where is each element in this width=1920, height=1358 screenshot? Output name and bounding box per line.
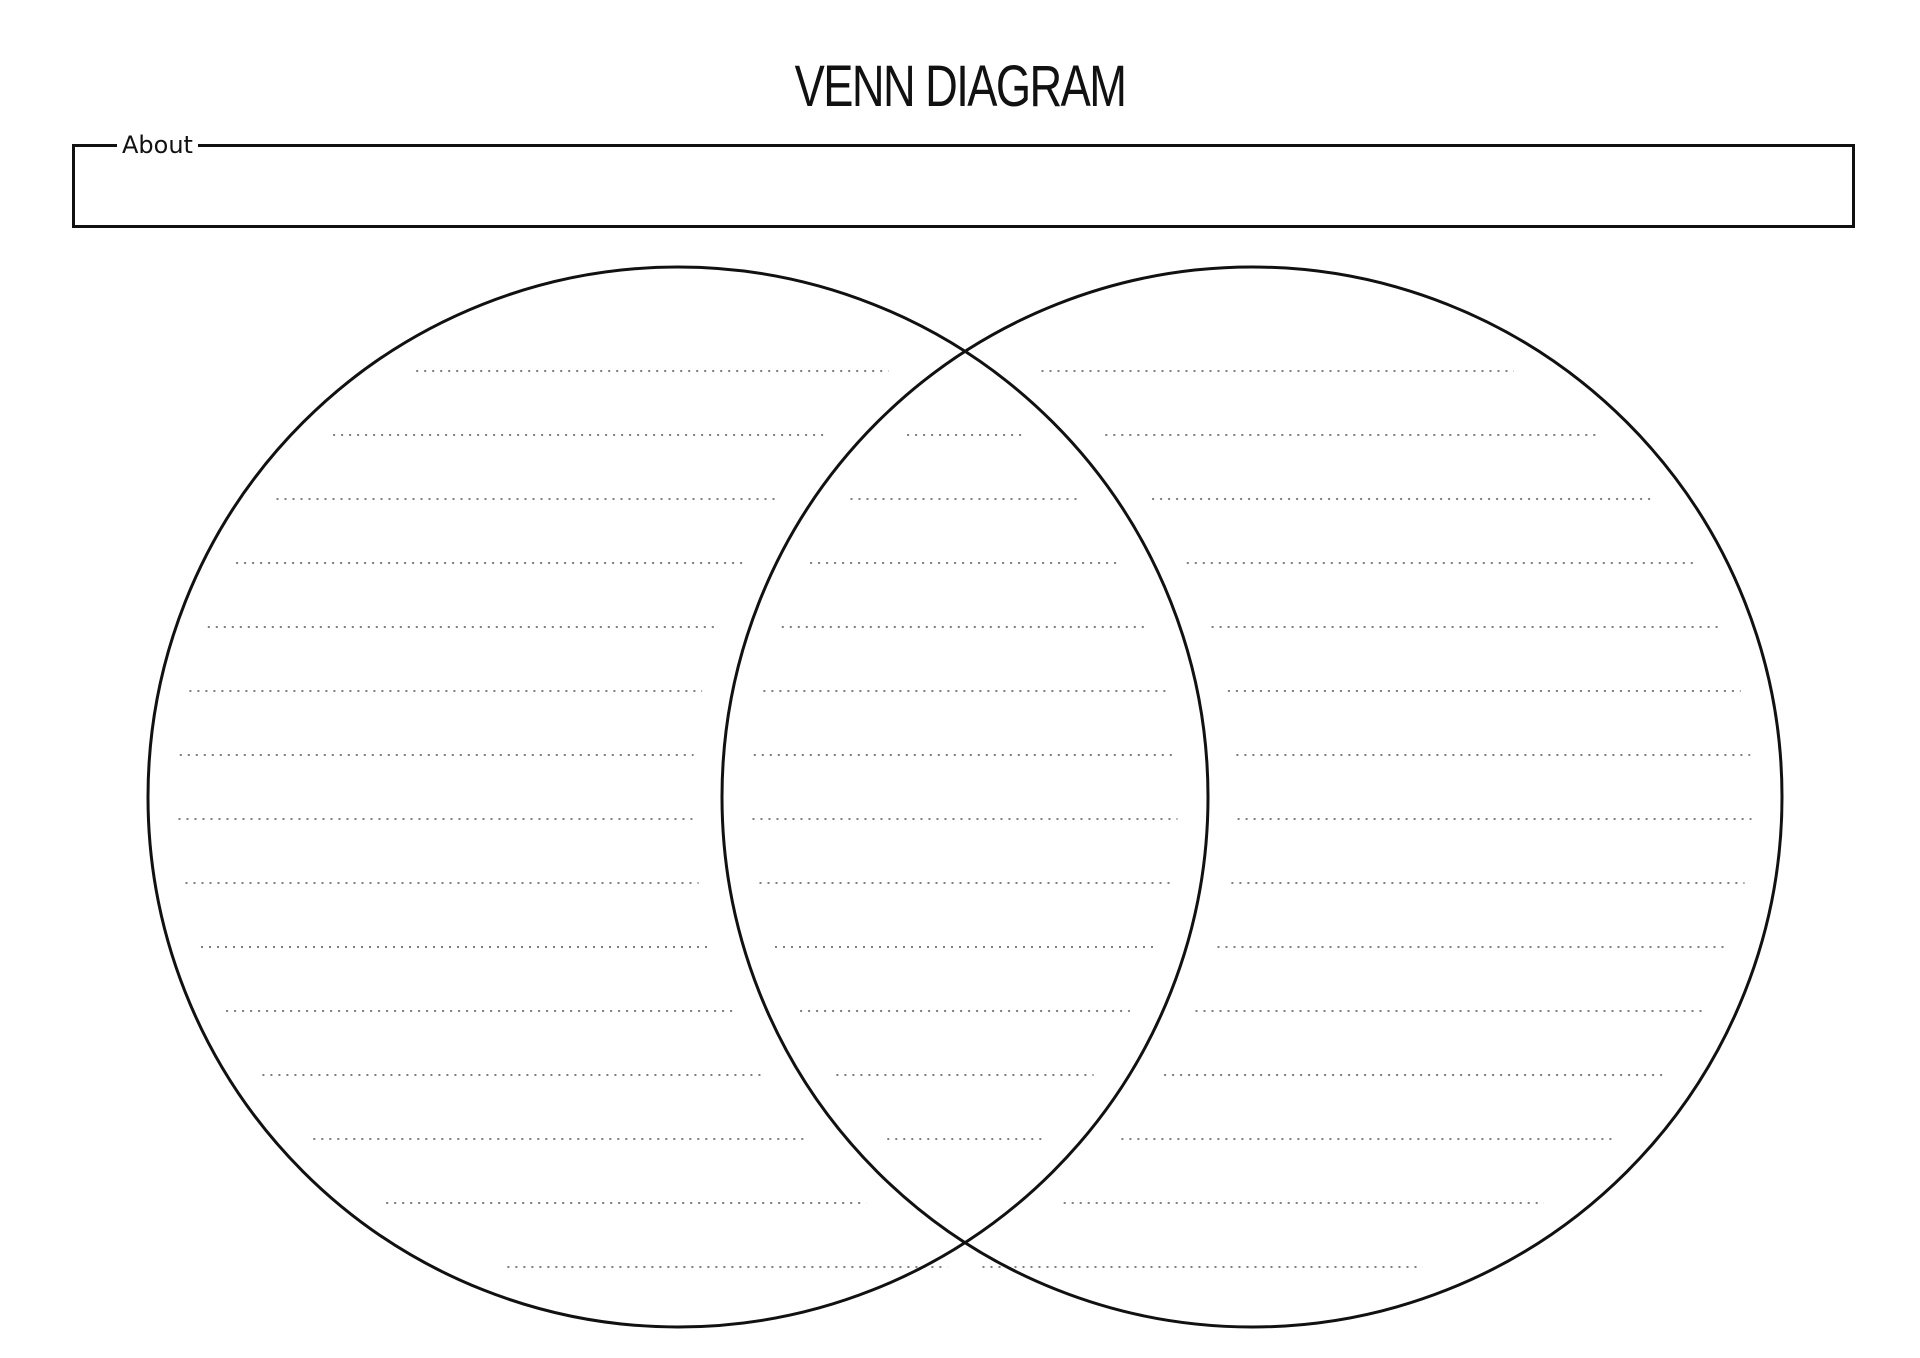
- right-circle: [720, 265, 1784, 1329]
- writing-lines: [178, 370, 1752, 1268]
- left-circle: [146, 265, 1210, 1329]
- about-field[interactable]: About: [72, 131, 1855, 228]
- about-label: About: [117, 131, 198, 159]
- page-title: VENN DIAGRAM: [794, 54, 1127, 119]
